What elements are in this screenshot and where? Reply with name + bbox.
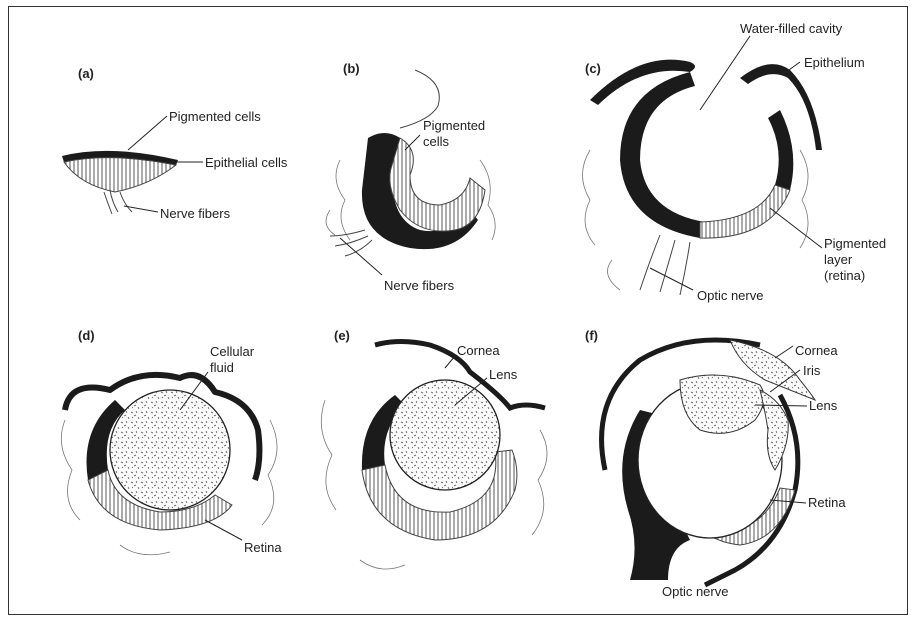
panel-c-tag: (c) — [585, 61, 601, 76]
label-pigmented-layer-3: (retina) — [824, 268, 865, 283]
label-nerve-fibers-b: Nerve fibers — [384, 278, 455, 293]
optic-nerve-fibers-c — [640, 235, 690, 295]
nerve-fibers-b — [330, 230, 372, 256]
panel-a-tag: (a) — [78, 66, 94, 81]
retina-cells-c — [700, 185, 790, 238]
tissue-c — [583, 150, 809, 290]
lens-e — [390, 380, 500, 490]
panel-b: (b) Pigmented cells Nerve fibers — [326, 61, 495, 293]
label-nerve-fibers-a: Nerve fibers — [160, 206, 231, 221]
cellular-fluid-d — [110, 390, 230, 510]
panel-f-tag: (f) — [585, 328, 598, 343]
label-epithelium: Epithelium — [804, 55, 865, 70]
label-lens-e: Lens — [489, 367, 518, 382]
label-pigmented-cells-a: Pigmented cells — [169, 109, 261, 124]
label-optic-nerve-c: Optic nerve — [697, 288, 763, 303]
label-iris-f: Iris — [803, 363, 821, 378]
panel-a: (a) Pigmented cells Epithelial cells Ner… — [62, 66, 288, 221]
panel-c: (c) Water-filled cavity Epithelium Pigme… — [583, 21, 887, 303]
label-pigmented-layer-1: Pigmented — [824, 236, 886, 251]
label-cellular-fluid-1: Cellular — [210, 344, 255, 359]
panel-f: (f) Cornea Iris Lens Retina Optic nerve — [585, 328, 846, 599]
label-retina-f: Retina — [808, 495, 846, 510]
label-cornea-e: Cornea — [457, 343, 500, 358]
panel-e-tag: (e) — [334, 328, 350, 343]
panel-d: (d) Cellular fluid Retina — [61, 328, 282, 555]
pigmented-cup-b — [362, 133, 478, 249]
label-cornea-f: Cornea — [795, 343, 838, 358]
label-water-filled-cavity: Water-filled cavity — [740, 21, 843, 36]
label-epithelial-cells: Epithelial cells — [205, 155, 288, 170]
label-optic-nerve-f: Optic nerve — [662, 584, 728, 599]
label-pigmented-b-1: Pigmented — [423, 118, 485, 133]
nerve-fibers-a — [104, 190, 132, 214]
panel-e: (e) Cornea Lens — [321, 328, 547, 569]
label-pigmented-layer-2: layer — [824, 252, 853, 267]
epithelium-b — [390, 138, 485, 231]
epithelial-layer-a — [64, 158, 176, 192]
label-lens-f: Lens — [809, 398, 838, 413]
label-cellular-fluid-2: fluid — [210, 360, 234, 375]
panel-b-tag: (b) — [343, 61, 360, 76]
label-retina-d: Retina — [244, 540, 282, 555]
label-pigmented-b-2: cells — [423, 134, 450, 149]
panel-d-tag: (d) — [78, 328, 95, 343]
